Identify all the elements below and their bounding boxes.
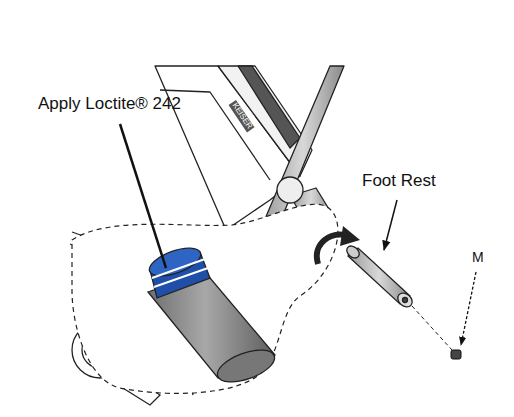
center-line — [412, 306, 452, 350]
leader-line — [384, 200, 397, 250]
foot-rest — [344, 244, 415, 310]
detail-bubble — [72, 204, 338, 393]
rotation-arrowhead — [340, 226, 360, 246]
leader-line — [461, 272, 476, 345]
part-name: Foot Rest — [362, 172, 436, 191]
fastener-m — [451, 350, 461, 359]
callout-letter: M — [472, 250, 484, 265]
leader-line — [120, 124, 166, 268]
callout-note: Apply Loctite® 242 — [38, 95, 181, 114]
